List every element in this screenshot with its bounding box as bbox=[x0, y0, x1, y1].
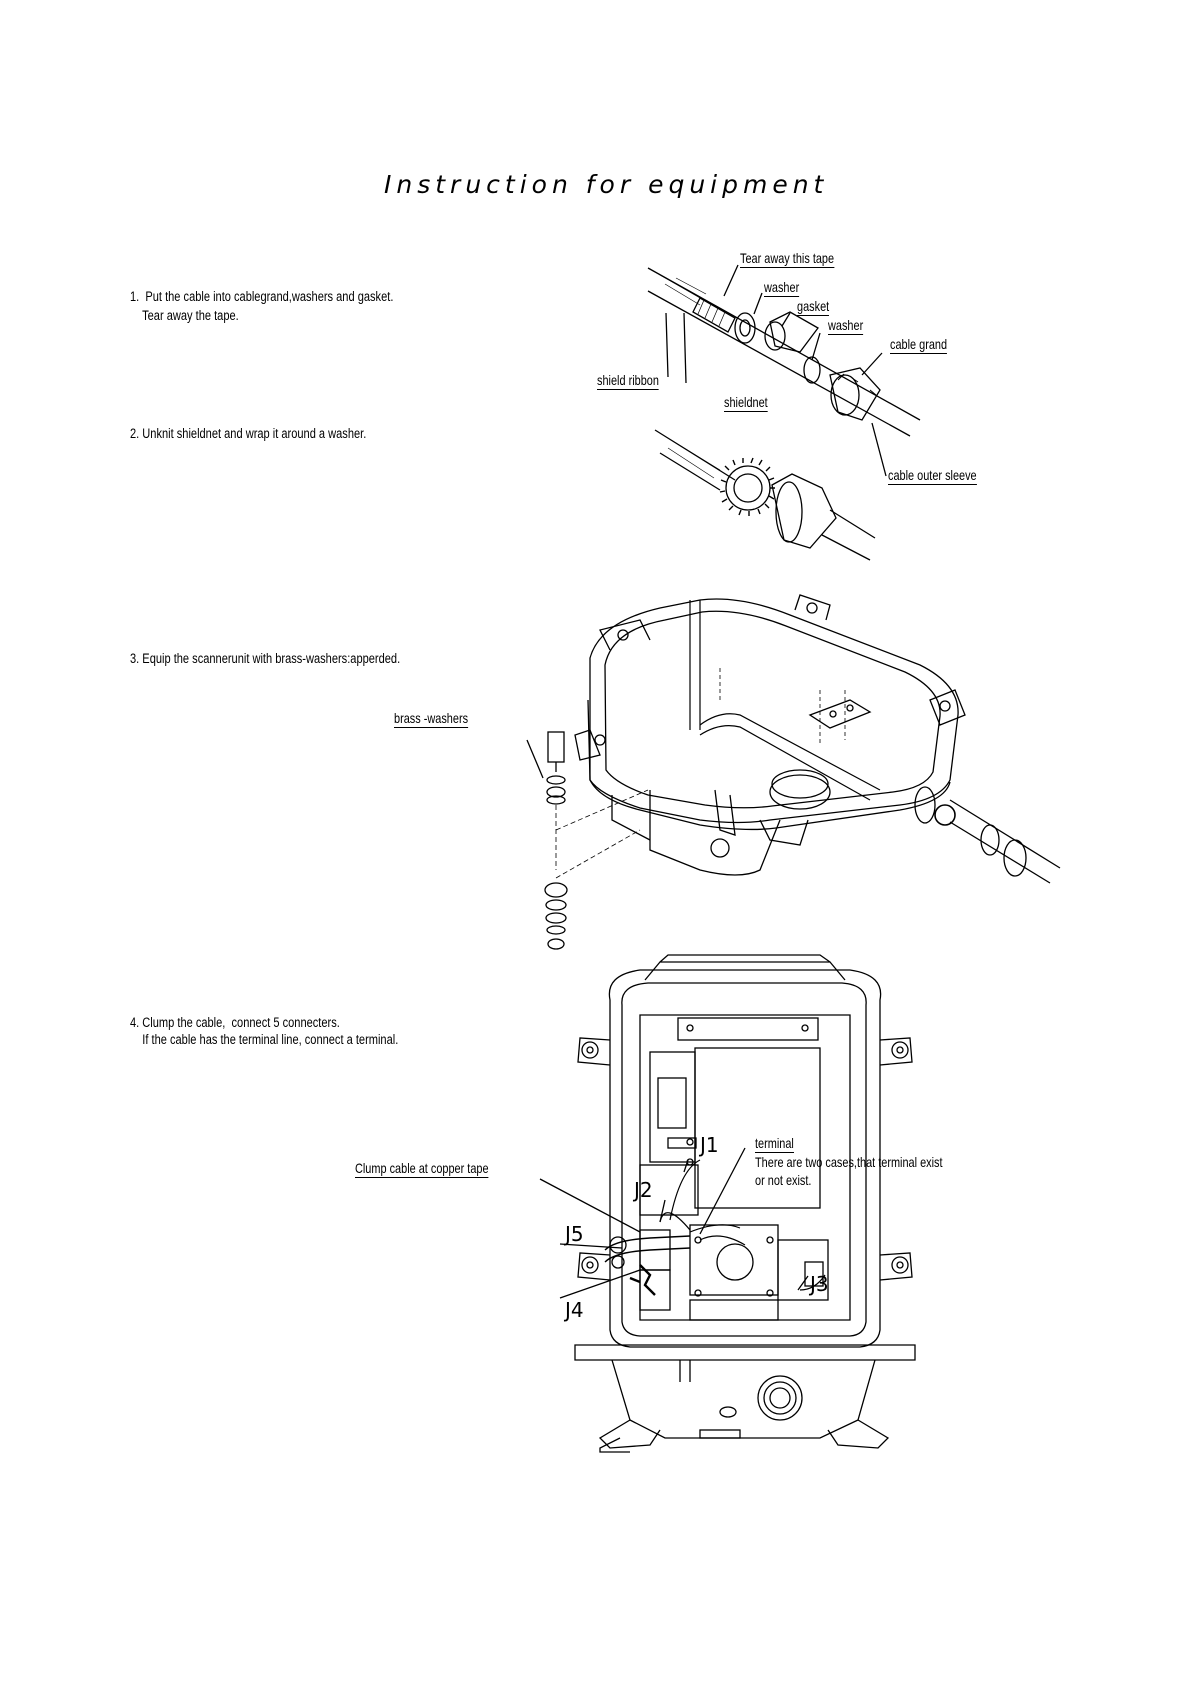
connector-label-j4: J4 bbox=[565, 1298, 584, 1322]
label-terminal: terminal bbox=[755, 1135, 794, 1153]
label-brass-washers: brass -washers bbox=[394, 710, 469, 728]
step-2-text: 2. Unknit shieldnet and wrap it around a… bbox=[130, 426, 367, 441]
label-shieldnet: shieldnet bbox=[724, 394, 768, 412]
page-title: Instruction for equipment bbox=[384, 170, 829, 199]
cable-assembly-drawing bbox=[647, 264, 921, 477]
connector-label-j5: J5 bbox=[565, 1222, 584, 1246]
step-3-text: 3. Equip the scannerunit with brass-wash… bbox=[130, 651, 401, 666]
step-4-line-1: 4. Clump the cable, connect 5 connecters… bbox=[130, 1015, 340, 1030]
label-cable-grand: cable grand bbox=[890, 336, 948, 354]
step-1-line-2: Tear away the tape. bbox=[130, 308, 239, 323]
label-cable-outer-sleeve: cable outer sleeve bbox=[888, 467, 977, 485]
scanner-unit-base-drawing bbox=[526, 594, 1061, 950]
connector-label-j3: J3 bbox=[810, 1272, 829, 1296]
label-shield-ribbon: shield ribbon bbox=[597, 372, 659, 390]
shieldnet-wrap-drawing bbox=[654, 429, 876, 561]
label-washer-1: washer bbox=[764, 279, 800, 297]
connector-label-j1: J1 bbox=[700, 1133, 719, 1157]
label-clump-cable: Clump cable at copper tape bbox=[355, 1160, 489, 1178]
label-gasket: gasket bbox=[797, 298, 830, 316]
label-terminal-note-1: There are two cases,that terminal exist bbox=[755, 1154, 943, 1170]
label-tear-away-tape: Tear away this tape bbox=[740, 250, 835, 268]
connector-label-j2: J2 bbox=[634, 1178, 653, 1202]
step-1-line-1: 1. Put the cable into cablegrand,washers… bbox=[130, 289, 394, 304]
label-terminal-note-2: or not exist. bbox=[755, 1172, 812, 1188]
step-4-line-2: If the cable has the terminal line, conn… bbox=[130, 1032, 399, 1047]
scanner-unit-top-view-drawing bbox=[539, 954, 916, 1453]
label-washer-2: washer bbox=[828, 317, 864, 335]
